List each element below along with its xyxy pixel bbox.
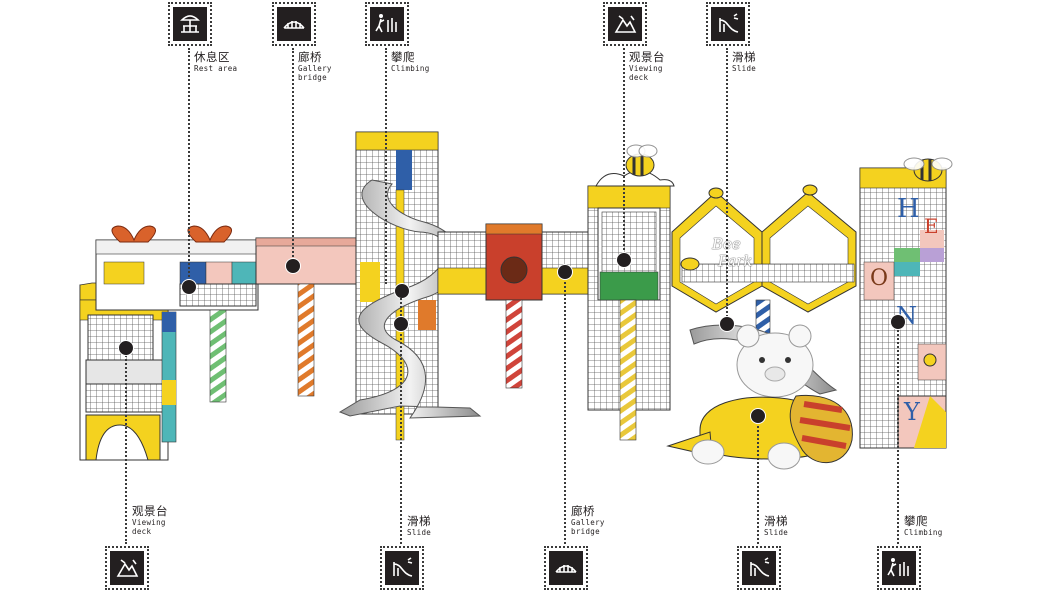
climbing-icon-box xyxy=(365,2,409,46)
gallery-bridge-icon-box xyxy=(544,546,588,590)
viewing-deck-icon-box xyxy=(105,546,149,590)
viewing-deck-icon xyxy=(116,559,139,577)
callout-label-cn: 休息区 xyxy=(194,50,230,64)
callout-label-cn: 攀爬 xyxy=(904,514,928,528)
sign-word-park: Park xyxy=(718,252,753,270)
rest-area-structure xyxy=(95,225,259,403)
honey-letter-e: E xyxy=(924,214,939,238)
slide-icon-box xyxy=(706,2,750,46)
gallery-bridge-icon xyxy=(283,21,305,29)
callout-label-en: Climbing xyxy=(904,528,943,537)
sign-word-bee: Bee xyxy=(712,235,741,253)
climbing-icon-box xyxy=(877,546,921,590)
slide-icon xyxy=(750,557,770,577)
callout-label-cn: 廊桥 xyxy=(571,504,595,518)
honey-letter-o: O xyxy=(870,266,889,291)
marker-dot xyxy=(719,316,735,332)
callout-label-en: deck xyxy=(132,527,152,536)
callout-label-cn: 廊桥 xyxy=(298,50,322,64)
slide-icon-box xyxy=(380,546,424,590)
marker-dot xyxy=(394,283,410,299)
marker-dot xyxy=(750,408,766,424)
callout-label-cn: 滑梯 xyxy=(764,514,788,528)
slide-icon-box xyxy=(737,546,781,590)
callout-label-en: bridge xyxy=(298,73,327,82)
center-viewing-tower xyxy=(587,170,675,441)
callout-label-en: Gallery xyxy=(571,518,605,527)
honey-tower xyxy=(859,167,947,449)
marker-dot xyxy=(557,264,573,280)
callout-label-en: Viewing xyxy=(132,518,166,527)
marker-dot xyxy=(890,314,906,330)
viewing-deck-icon xyxy=(614,15,637,33)
callout-label-en: deck xyxy=(629,73,649,82)
slide-icon xyxy=(393,557,413,577)
bee-decorations xyxy=(625,144,953,271)
callout-label-en: Slide xyxy=(764,528,789,537)
marker-dot xyxy=(393,316,409,332)
callout-label-cn: 攀爬 xyxy=(391,50,415,64)
marker-dot xyxy=(616,252,632,268)
rest-area-icon xyxy=(180,15,200,33)
callout-label-en: Slide xyxy=(732,64,757,73)
gallery-bridge-icon-box xyxy=(272,2,316,46)
callout-label-en: Viewing xyxy=(629,64,663,73)
gallery-bridge-icon xyxy=(555,565,577,573)
callout-label-en: Rest area xyxy=(194,64,238,73)
honey-letter-y: Y xyxy=(904,398,920,426)
rest-area-icon-box xyxy=(168,2,212,46)
middle-gallery-bridge xyxy=(437,223,595,389)
honey-letter-h: H xyxy=(897,194,920,224)
callout-label-cn: 观景台 xyxy=(629,50,665,64)
callout-label-cn: 滑梯 xyxy=(407,514,431,528)
callout-label-en: bridge xyxy=(571,527,600,536)
callout-label-cn: 滑梯 xyxy=(732,50,756,64)
climbing-icon xyxy=(375,14,397,33)
callout-label-en: Climbing xyxy=(391,64,430,73)
marker-dot xyxy=(118,340,134,356)
slide-icon xyxy=(719,13,739,33)
callout-label-en: Slide xyxy=(407,528,432,537)
left-gallery-bridge xyxy=(255,237,359,397)
climbing-icon xyxy=(887,558,909,577)
callout-label-en: Gallery xyxy=(298,64,332,73)
callout-label-cn: 观景台 xyxy=(132,504,168,518)
bee-park-sign: Bee Park xyxy=(712,236,762,270)
bear-sculpture xyxy=(666,324,853,470)
marker-dot xyxy=(285,258,301,274)
viewing-deck-icon-box xyxy=(603,2,647,46)
marker-dot xyxy=(181,279,197,295)
